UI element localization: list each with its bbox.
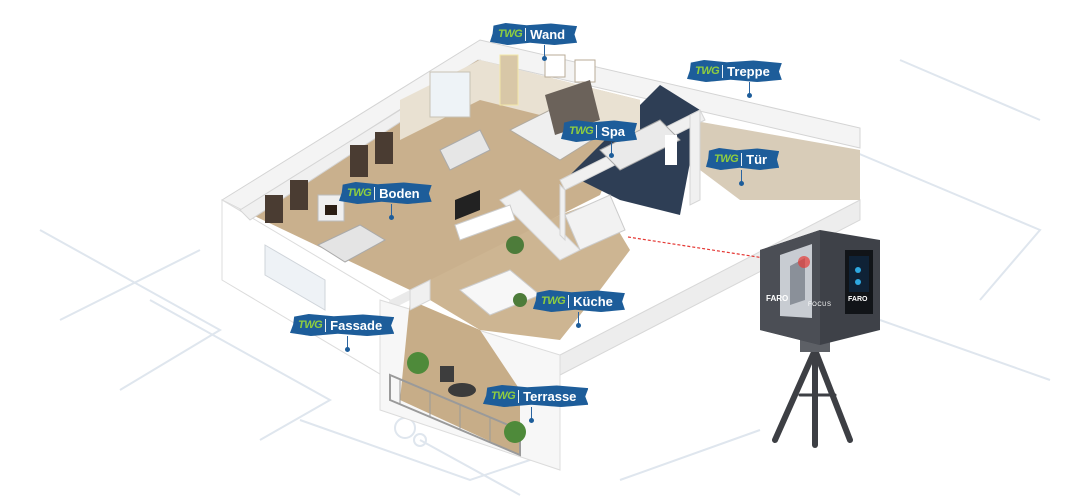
scanner-brand-label-side: FARO: [848, 296, 868, 303]
tag-spa: TWG Spa: [561, 120, 638, 142]
tag-separator: [741, 152, 743, 166]
scanner-brand-label: FARO: [766, 294, 789, 303]
tag-label-tuer: Tür: [746, 151, 768, 167]
scanner-model-label: FOCUS: [808, 302, 832, 308]
tag-label-fassade: Fassade: [330, 317, 383, 333]
tag-fassade: TWG Fassade: [290, 314, 395, 336]
tag-treppe: TWG Treppe: [687, 60, 782, 82]
tag-label-kueche: Küche: [573, 293, 613, 309]
facade-windows: [264, 244, 326, 311]
pin-tuer: [739, 170, 744, 186]
tripod: [772, 347, 853, 448]
living-room-furniture: [265, 132, 516, 263]
tag-label-spa: Spa: [601, 123, 626, 139]
pin-wand: [542, 45, 547, 61]
tag-boden: TWG Boden: [339, 182, 432, 204]
bedroom-furniture: [439, 54, 602, 171]
twg-logo-text: TWG: [498, 28, 523, 40]
twg-logo-text: TWG: [541, 295, 566, 307]
tag-separator: [518, 389, 520, 403]
pin-spa: [609, 142, 614, 158]
tag-kueche: TWG Küche: [533, 290, 625, 312]
blueprint-background: [39, 59, 1051, 496]
tag-separator: [525, 27, 527, 41]
twg-logo-text: TWG: [298, 319, 323, 331]
tag-label-wand: Wand: [530, 26, 566, 42]
twg-logo-text: TWG: [695, 65, 720, 77]
terrace: [389, 352, 526, 457]
tag-label-treppe: Treppe: [727, 63, 770, 79]
spa-furniture: [599, 119, 681, 171]
twg-logo-text: TWG: [714, 153, 739, 165]
kitchen-furniture: [459, 194, 626, 316]
pin-treppe: [747, 82, 752, 98]
tag-separator: [374, 186, 376, 200]
twg-logo-text: TWG: [491, 390, 516, 402]
twg-logo-text: TWG: [569, 125, 594, 137]
pin-kueche: [576, 312, 581, 328]
pin-terrasse: [529, 407, 534, 423]
tag-separator: [325, 318, 327, 332]
tag-label-terrasse: Terrasse: [523, 388, 577, 404]
tag-tuer: TWG Tür: [706, 148, 780, 170]
pin-fassade: [345, 336, 350, 352]
tag-separator: [568, 294, 570, 308]
laser-scanner: [760, 230, 880, 345]
tag-separator: [722, 64, 724, 78]
tag-separator: [596, 124, 598, 138]
tag-wand: TWG Wand: [490, 23, 578, 45]
twg-logo-text: TWG: [347, 187, 372, 199]
pin-boden: [389, 204, 394, 220]
tag-terrasse: TWG Terrasse: [483, 385, 589, 407]
tag-label-boden: Boden: [379, 185, 420, 201]
